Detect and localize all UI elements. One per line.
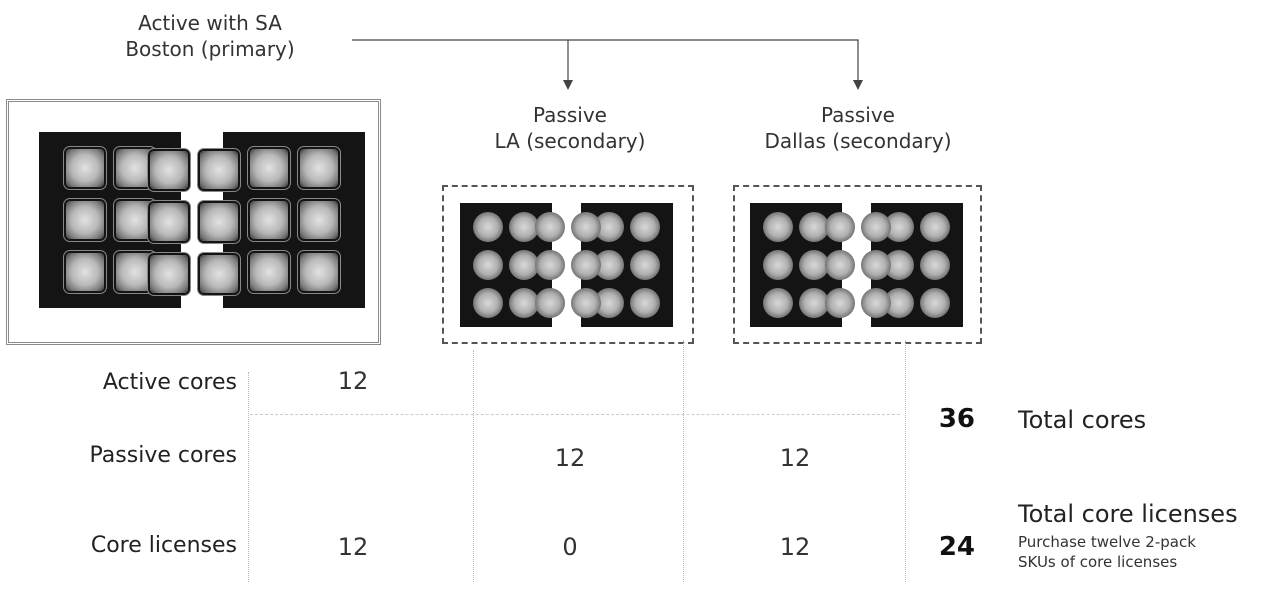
cpu-core-chip [571,287,601,318]
cpu-core-chip [116,201,154,239]
cpu-core-chip [300,149,338,187]
cpu-core-chip [920,250,950,280]
arrow-head-dallas [853,80,863,90]
cpu-core-chip [300,201,338,239]
total-licenses-value: 24 [938,532,975,562]
cpu-core-chip [66,253,104,291]
cpu-core-chip [920,288,950,318]
cpu-core-chip [824,249,855,280]
cpu-core-chip [509,288,539,318]
la-site-name: LA (secondary) [494,129,646,153]
primary-site-role: Active with SA [138,11,282,35]
cpu-core-chip [571,249,601,280]
total-licenses-label: Total core licenses [1018,500,1238,528]
cpu-core-chip [763,250,793,280]
cpu-core-chip [250,149,288,187]
boston-server-frame [6,99,381,345]
cpu-core-chip [199,255,238,293]
cpu-core-chip [66,201,104,239]
cpu-core-chip [250,201,288,239]
cpu-core-chip [149,203,188,241]
dallas-server-frame [733,185,982,344]
dallas-site-role: Passive [821,103,895,127]
cpu-core-chip [250,253,288,291]
arrow-head-la [563,80,573,90]
core-licenses-label: Core licenses [90,533,237,558]
cpu-core-chip [473,288,503,318]
cpu-core-chip [571,211,601,242]
cpu-core-chip [630,212,660,242]
connector-line [352,39,859,84]
total-cores-label: Total cores [1018,406,1147,434]
column-divider [905,340,906,582]
cpu-core-chip [824,287,855,318]
cpu-core-chip [116,149,154,187]
cpu-core-chip [535,287,565,318]
cpu-core-chip [799,288,829,318]
cpu-core-chip [630,250,660,280]
dallas-core-licenses: 12 [779,533,811,561]
passive-cores-label: Passive cores [89,443,237,468]
cpu-core-chip [535,249,565,280]
la-site-role: Passive [533,103,607,127]
la-server-frame [442,185,694,344]
license-note-line1: Purchase twelve 2-pack [1018,533,1196,551]
primary-site-label: Active with SA Boston (primary) [90,10,330,62]
cpu-core-chip [799,250,829,280]
column-divider [248,372,249,582]
cpu-core-chip [763,212,793,242]
la-passive-cores: 12 [554,444,586,472]
cpu-core-chip [66,149,104,187]
cpu-core-chip [799,212,829,242]
dallas-site-name: Dallas (secondary) [764,129,952,153]
cpu-core-chip [763,288,793,318]
cpu-core-chip [860,287,891,318]
column-divider [473,350,474,582]
la-core-licenses: 0 [562,533,578,561]
license-note-line2: SKUs of core licenses [1018,553,1178,571]
cpu-core-chip [860,211,891,242]
cpu-core-chip [473,212,503,242]
license-purchase-note: Purchase twelve 2-pack SKUs of core lice… [1018,532,1196,572]
active-cores-label: Active cores [102,370,237,395]
cpu-core-chip [535,211,565,242]
cpu-core-chip [149,151,188,189]
cpu-core-chip [860,249,891,280]
cpu-core-chip [509,212,539,242]
cpu-core-chip [824,211,855,242]
dallas-passive-cores: 12 [779,444,811,472]
primary-site-name: Boston (primary) [125,37,295,61]
cpu-core-chip [300,253,338,291]
column-divider [683,340,684,582]
cpu-core-chip [116,253,154,291]
cpu-core-chip [149,255,188,293]
cpu-core-chip [199,203,238,241]
boston-server-2 [223,132,365,308]
boston-active-cores: 12 [337,367,369,395]
cpu-core-chip [630,288,660,318]
cpu-core-chip [920,212,950,242]
row-divider [250,414,900,415]
cpu-core-chip [509,250,539,280]
cpu-core-chip [199,151,238,189]
total-cores-value: 36 [938,404,975,434]
dallas-site-label: Passive Dallas (secondary) [738,102,978,154]
cpu-core-chip [473,250,503,280]
boston-core-licenses: 12 [337,533,369,561]
la-site-label: Passive LA (secondary) [450,102,690,154]
